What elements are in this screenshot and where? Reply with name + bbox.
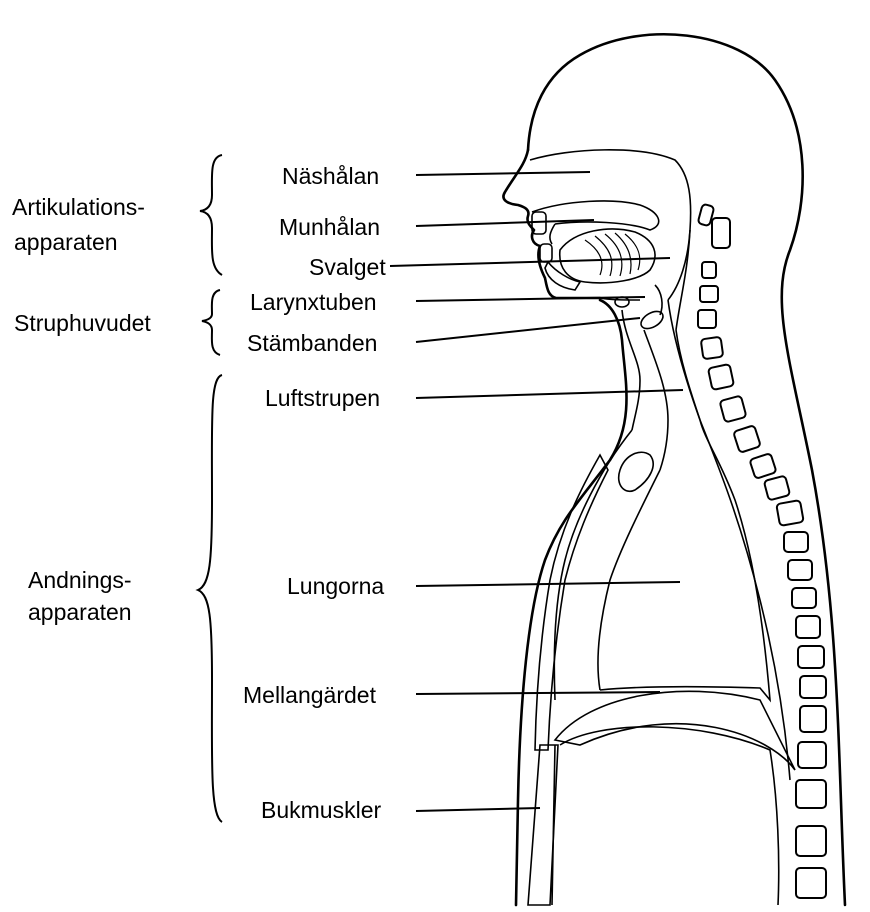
brace-artikulation: [200, 155, 222, 275]
structure-labels: Näshålan Munhålan Svalget Larynxtuben St…: [243, 163, 386, 823]
thorax: [528, 420, 795, 905]
group-andnings-line2: apparaten: [28, 599, 132, 625]
group-andnings-line1: Andnings-: [28, 567, 132, 593]
braces: [198, 155, 222, 822]
leader-mellangardet: [416, 692, 660, 694]
label-nashalan: Näshålan: [282, 163, 379, 189]
group-labels: Artikulations- apparaten Struphuvudet An…: [12, 194, 151, 625]
leader-stambanden: [416, 318, 640, 342]
group-artikulation-line2: apparaten: [14, 229, 118, 255]
leader-luftstrupen: [416, 390, 683, 398]
label-munhalan: Munhålan: [279, 214, 380, 240]
leader-nashalan: [416, 172, 590, 175]
brace-struphuvudet: [202, 290, 220, 355]
label-mellangardet: Mellangärdet: [243, 682, 377, 708]
leader-bukmuskler: [416, 808, 540, 811]
spine: [698, 204, 826, 898]
group-artikulation-line1: Artikulations-: [12, 194, 145, 220]
label-stambanden: Stämbanden: [247, 330, 377, 356]
leader-svalget: [390, 258, 670, 266]
label-bukmuskler: Bukmuskler: [261, 797, 381, 823]
brace-andnings: [198, 375, 222, 822]
label-svalget: Svalget: [309, 254, 386, 280]
leader-lungorna: [416, 582, 680, 586]
group-struphuvudet: Struphuvudet: [14, 310, 151, 336]
label-larynxtuben: Larynxtuben: [250, 289, 377, 315]
label-lungorna: Lungorna: [287, 573, 384, 599]
label-luftstrupen: Luftstrupen: [265, 385, 380, 411]
